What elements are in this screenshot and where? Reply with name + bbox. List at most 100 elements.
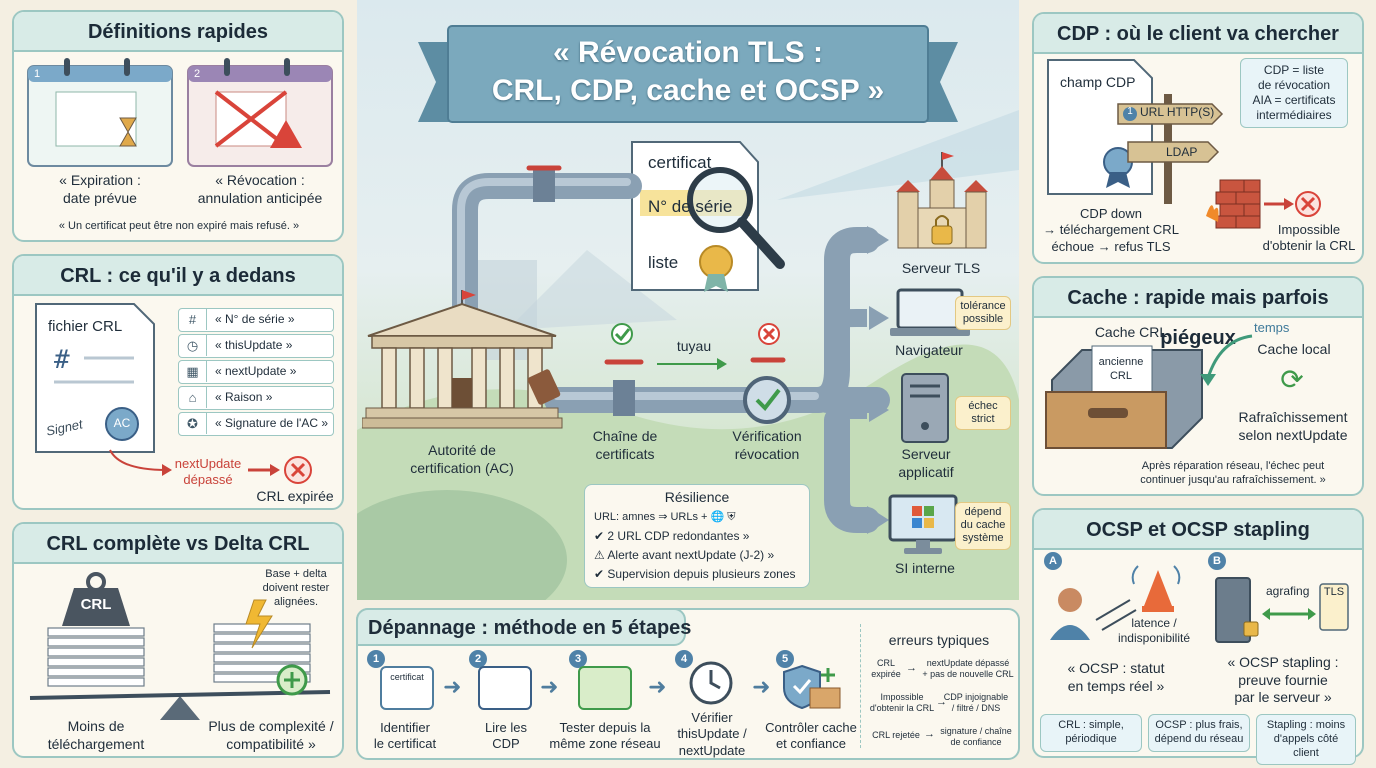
- app-server-strict-note: échec strict: [955, 396, 1011, 431]
- alignment-note: Base + delta doivent rester alignées.: [262, 568, 330, 608]
- time-arrow-icon: [1200, 334, 1253, 386]
- resilience-box: [584, 484, 810, 588]
- certificate-authority-building-icon: [362, 290, 563, 429]
- calendar-icon: ▦: [179, 361, 207, 382]
- step-arrow-icon: ➜: [752, 674, 771, 699]
- resilience-title: Résilience: [664, 489, 730, 505]
- signpost-ldap: LDAP: [1166, 145, 1198, 159]
- app-server-label: Serveur applicatif: [898, 446, 954, 480]
- browser-window-step-icon: [478, 666, 532, 710]
- crl-field-row: ▦« nextUpdate »: [178, 360, 334, 384]
- crl-field-label: « N° de série »: [215, 312, 295, 326]
- list-label: liste: [648, 253, 679, 272]
- cdp-impossible-label: Impossible d'obtenir la CRL: [1262, 222, 1356, 254]
- error-effect: nextUpdate dépassé + pas de nouvelle CRL: [922, 658, 1014, 680]
- left-caption: Moins de téléchargement: [47, 718, 145, 752]
- resilience-item: URL: amnes ⇒ URLs + 🌐 ⛨: [594, 511, 736, 523]
- expired-flow-arrows: [109, 449, 312, 484]
- certificate-chain-label: Chaîne de certificats: [592, 428, 658, 462]
- internal-system-label: SI interne: [895, 560, 955, 576]
- compare-stapling: Stapling : moins d'appels côté client: [1256, 714, 1356, 766]
- tls-badge: TLS: [1323, 586, 1345, 598]
- card-number: 1: [34, 68, 41, 80]
- step-icon-label: certificat: [390, 672, 424, 682]
- cdp-info-box: CDP = liste de révocation AIA = certific…: [1240, 58, 1348, 128]
- crl-field-row: ✪ « Signature de l'AC »: [178, 412, 334, 436]
- step-number: 5: [776, 650, 794, 668]
- cache-title: Cache : rapide mais parfois piégeux: [1034, 278, 1362, 349]
- certificate-document-icon: [631, 141, 785, 292]
- troubleshooting-title: Dépannage : méthode en 5 étapes: [368, 617, 692, 639]
- compare-crl: CRL : simple, périodique: [1040, 714, 1142, 752]
- troubleshooting-title-tab: [356, 608, 686, 646]
- ocsp-quote: « OCSP : statut en temps réel »: [1067, 660, 1165, 694]
- resilience-item: ✔ Supervision depuis plusieurs zones: [594, 567, 796, 581]
- error-cause: CRL rejetée: [872, 730, 920, 740]
- step-arrow-icon: ➜: [443, 674, 462, 699]
- step-number: 1: [367, 650, 385, 668]
- step-label: Tester depuis la même zone réseau: [549, 720, 661, 752]
- seal-icon: ✪: [179, 413, 207, 434]
- errors-title: erreurs typiques: [888, 632, 990, 648]
- error-arrow: →: [936, 696, 947, 708]
- crl-field-label: « thisUpdate »: [215, 338, 293, 352]
- crl-file-label: fichier CRL: [48, 318, 123, 335]
- step-label: Contrôler cache et confiance: [765, 720, 857, 752]
- page-title-line2: CRL, CDP, cache et OCSP »: [491, 74, 885, 107]
- step-label: Vérifier thisUpdate / nextUpdate: [677, 710, 747, 758]
- step-arrow-icon: ➜: [648, 674, 667, 699]
- pipeline-diagram: [452, 110, 1019, 534]
- ocsp-a-badge: A: [1044, 552, 1062, 570]
- error-arrow: →: [906, 662, 917, 674]
- crl-field-row: # « N° de série »: [178, 308, 334, 332]
- crl-expired-label: CRL expirée: [256, 488, 334, 504]
- next-update-expired-label: nextUpdate dépassé: [174, 456, 242, 488]
- ocsp-user-icon: [1050, 565, 1181, 640]
- stapling-quote: « OCSP stapling : preuve fournie par le …: [1227, 654, 1339, 705]
- stapling-server-icon: [1215, 577, 1349, 643]
- step-number: 2: [469, 650, 487, 668]
- step-label: Lire les CDP: [485, 720, 527, 752]
- step-label: Identifier le certificat: [373, 720, 437, 752]
- crl-content-title: CRL : ce qu'il y a dedans: [14, 256, 342, 296]
- definitions-title: Définitions rapides: [14, 12, 342, 52]
- crl-weight-label: CRL: [80, 596, 112, 613]
- crl-field-label: « Signature de l'AC »: [215, 416, 329, 430]
- signpost-number: 1: [1127, 106, 1133, 117]
- refresh-label: Rafraîchissement selon nextUpdate: [1238, 409, 1348, 443]
- latency-label: latence / indisponibilité: [1117, 616, 1191, 645]
- pipe-label: tuyau: [676, 338, 712, 354]
- right-caption: Plus de complexité / compatibilité »: [208, 718, 334, 752]
- step-number: 4: [675, 650, 693, 668]
- local-cache-label: Cache local: [1257, 341, 1331, 357]
- cache-drawer-icon: [1045, 345, 1203, 449]
- clock-icon: ◷: [179, 335, 207, 356]
- signpost-icon: [1117, 94, 1224, 204]
- svg-text:#: #: [54, 345, 70, 375]
- revocation-definition: « Révocation : annulation anticipée: [197, 172, 323, 206]
- cdp-document-icon: [1047, 59, 1153, 195]
- step-arrow-icon: ➜: [540, 674, 559, 699]
- firewall-icon: [1206, 179, 1321, 229]
- tag-icon: ⌂: [179, 387, 207, 408]
- cdp-field-label: champ CDP: [1060, 74, 1136, 90]
- browser-laptop-icon: [890, 288, 970, 336]
- tls-server-label: Serveur TLS: [901, 260, 981, 276]
- resilience-item: ⚠ Alerte avant nextUpdate (J-2) »: [594, 548, 775, 562]
- hash-icon: #: [179, 309, 207, 330]
- certificate-label: certificat: [648, 153, 712, 172]
- error-cause: Impossible d'obtenir la CRL: [869, 692, 935, 714]
- compare-ocsp: OCSP : plus frais, dépend du réseau: [1148, 714, 1250, 752]
- internal-desktop-icon: [888, 494, 958, 554]
- certificate-authority-label: Autorité de certification (AC): [410, 442, 514, 476]
- title-banner-shape: [418, 25, 958, 123]
- network-map-step-icon: [578, 666, 632, 710]
- crl-file-icon: #: [35, 303, 155, 453]
- cache-note: Après réparation réseau, l'échec peut co…: [1140, 460, 1326, 486]
- crl-field-row: ⌂« Raison »: [178, 386, 334, 410]
- resilience-item: ✔ 2 URL CDP redondantes »: [594, 529, 750, 543]
- certificate-step-icon: [380, 666, 434, 710]
- error-arrow: →: [924, 728, 935, 740]
- revocation-calendar-icon: [187, 58, 333, 167]
- crl-delta-title: CRL complète vs Delta CRL: [14, 524, 342, 564]
